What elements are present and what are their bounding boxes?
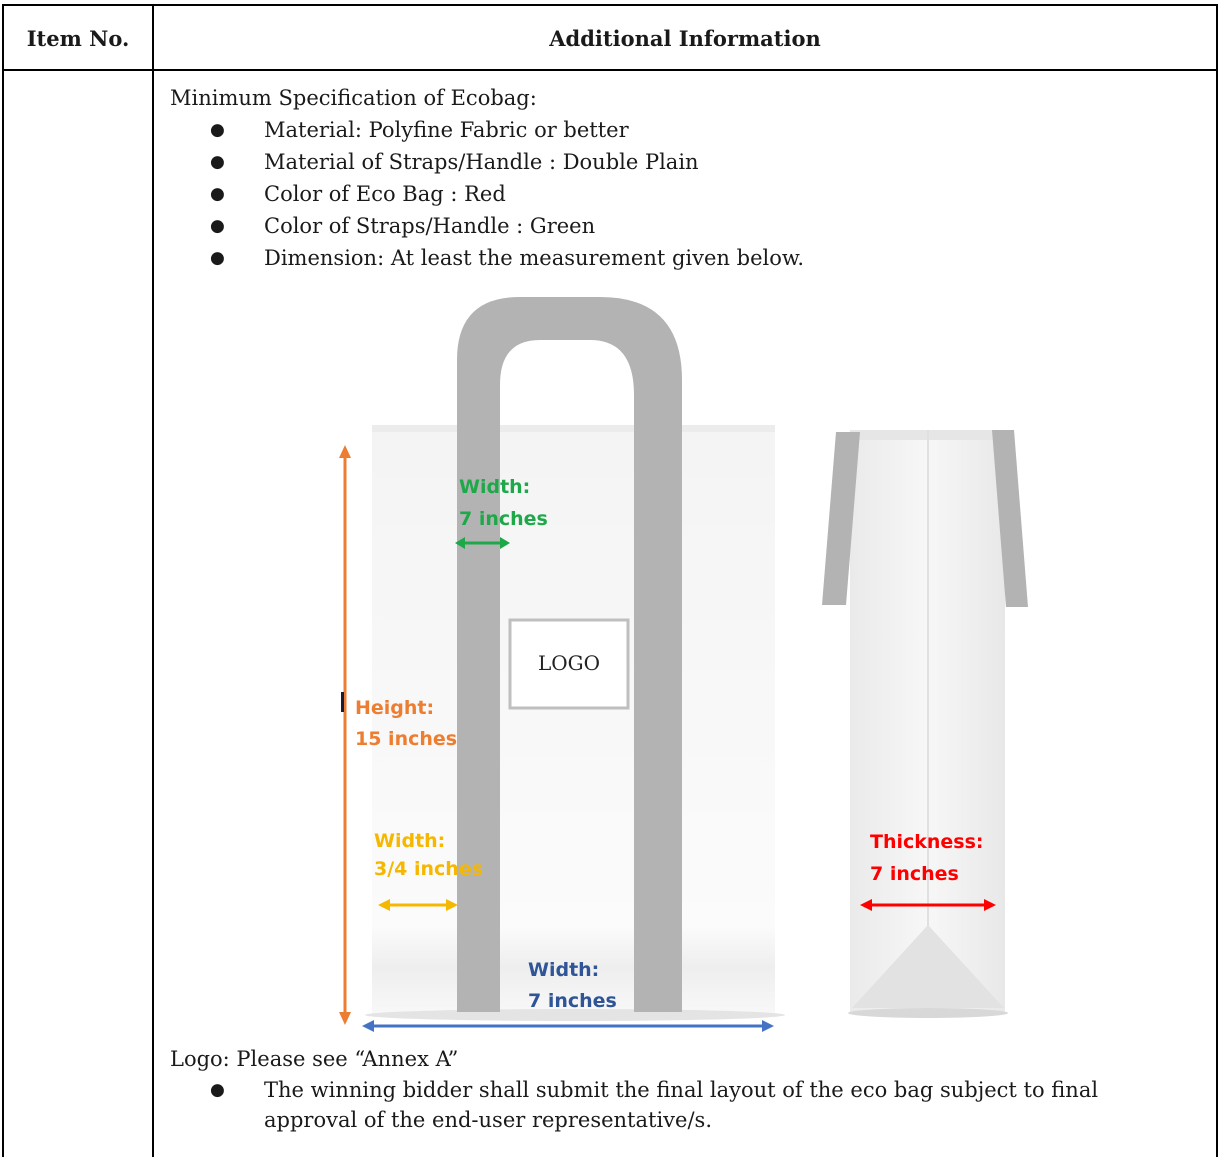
logo-notes-list: The winning bidder shall submit the fina… [210,1075,1110,1135]
table-border-left [2,4,4,1157]
thickness-label-2: 7 inches [870,863,959,885]
table-border-top [2,4,1218,6]
spec-item: Color of Straps/Handle : Green [210,210,804,242]
table-header-divider [2,69,1218,71]
bottom-width-label-1: Width: [528,959,599,981]
spec-list: Material: Polyfine Fabric or better Mate… [210,114,804,274]
spec-item: Color of Eco Bag : Red [210,178,804,210]
side-strap-right [992,430,1028,607]
edge-width-label-1: Width: [374,830,445,852]
strap-left [457,440,500,1012]
side-strap-left [822,432,860,605]
strap-width-label-2: 7 inches [459,508,548,530]
table-border-right [1216,4,1218,1157]
header-additional-info: Additional Information [549,25,821,51]
edge-width-label-2: 3/4 inches [374,858,483,880]
logo-box-label: LOGO [538,651,600,675]
height-label-2: 15 inches [355,728,457,750]
spec-item: Material of Straps/Handle : Double Plain [210,146,804,178]
bottom-width-label-2: 7 inches [528,990,617,1012]
side-bag [822,430,1028,1018]
front-bag [365,297,785,1021]
spec-intro: Minimum Specification of Ecobag: [170,86,537,110]
table-column-divider [152,4,154,1157]
logo-box [508,618,630,710]
logo-note: Logo: Please see “Annex A” [170,1047,459,1071]
spec-item: Dimension: At least the measurement give… [210,242,804,274]
strap-width-label-1: Width: [459,476,530,498]
logo-note-item: The winning bidder shall submit the fina… [210,1075,1110,1135]
height-label-1: Height: [355,697,434,719]
thickness-label-1: Thickness: [870,831,984,853]
strap-handle [457,297,682,1012]
spec-item: Material: Polyfine Fabric or better [210,114,804,146]
header-item-no: Item No. [26,25,130,51]
